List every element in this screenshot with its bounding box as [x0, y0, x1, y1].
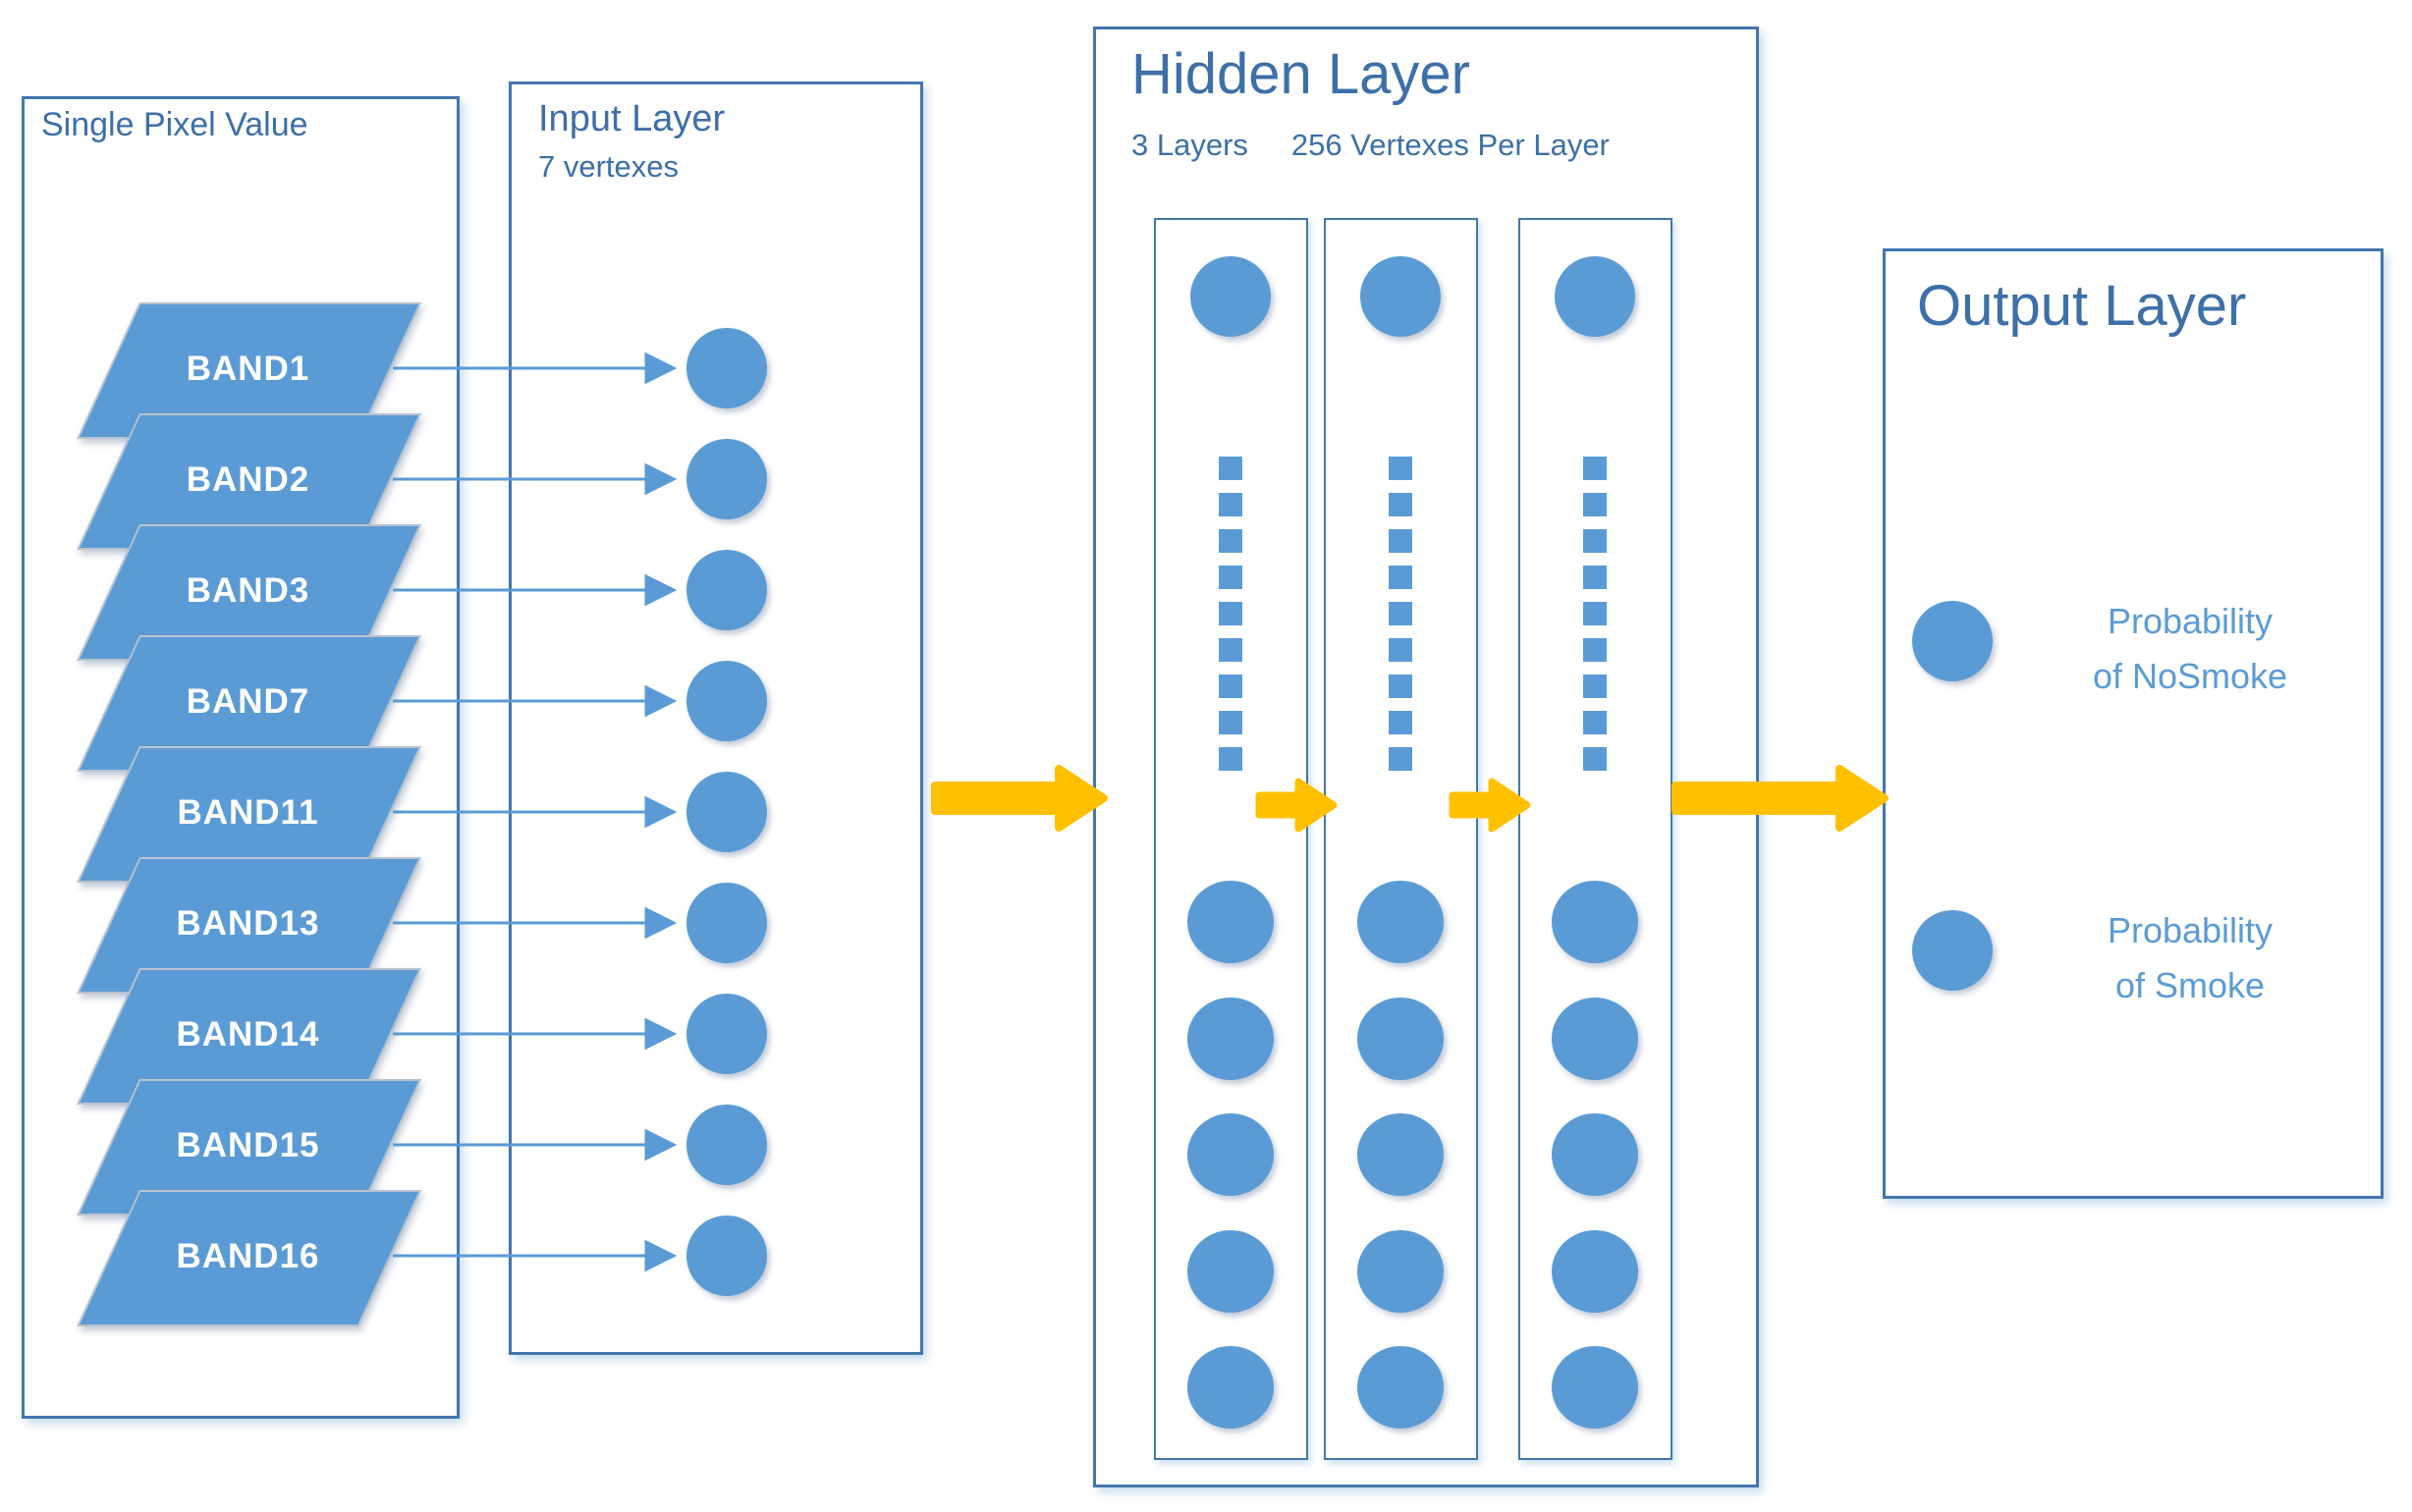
arrow-input-to-hidden — [931, 765, 1108, 832]
band-label: BAND16 — [176, 1236, 320, 1275]
hidden-vertex-circle — [1190, 256, 1271, 337]
hidden-vertex-circle — [1187, 881, 1274, 963]
output-vertex-circle — [1912, 910, 1993, 991]
output-label-line1: Probability — [2107, 601, 2274, 641]
ellipsis-dot — [1219, 675, 1242, 698]
hidden-vertex-circle — [1187, 1229, 1274, 1313]
hidden-layer-title: Hidden Layer — [1131, 42, 1470, 106]
input-vertex-circle — [686, 661, 767, 741]
band-row: BAND13 — [0, 857, 452, 994]
hidden-vertex-circle — [1187, 997, 1274, 1080]
band-label: BAND1 — [186, 349, 310, 388]
hidden-vertex-circle — [1187, 1346, 1274, 1429]
band-label: BAND15 — [176, 1125, 320, 1164]
output-vertex-circle — [1912, 601, 1993, 681]
hidden-vertex-circle — [1357, 1113, 1444, 1196]
hidden-vertex-circle — [1357, 1346, 1444, 1429]
ellipsis-dot — [1583, 566, 1607, 589]
ellipsis-dot — [1583, 711, 1607, 734]
band-label: BAND11 — [177, 792, 319, 832]
output-label-line2: of NoSmoke — [2092, 655, 2288, 696]
output-label-line2: of Smoke — [2114, 964, 2266, 1005]
output-label-line1: Probability — [2107, 910, 2274, 950]
ellipsis-dot — [1389, 711, 1412, 734]
single-pixel-value-title: Single Pixel Value — [41, 106, 308, 143]
band-label: BAND13 — [176, 903, 320, 943]
input-vertex-circle — [686, 772, 767, 852]
ellipsis-dot — [1219, 566, 1242, 589]
ellipsis-dot — [1389, 747, 1412, 771]
hidden-vertex-circle — [1552, 881, 1638, 963]
input-vertex-circle — [686, 439, 767, 519]
band-row: BAND7 — [0, 635, 452, 772]
ellipsis-dot — [1219, 638, 1242, 662]
ellipsis-dot — [1583, 675, 1607, 698]
ellipsis-dot — [1389, 529, 1412, 553]
hidden-vertex-circle — [1552, 1229, 1638, 1313]
input-vertex-circle — [686, 994, 767, 1074]
ellipsis-dot — [1389, 675, 1412, 698]
input-layer-title: Input Layer — [538, 98, 726, 139]
ellipsis-dot — [1219, 493, 1242, 516]
hidden-layer-count-label: 3 Layers — [1131, 128, 1248, 162]
ellipsis-dot — [1583, 493, 1607, 516]
ellipsis-dot — [1219, 529, 1242, 553]
band-label: BAND14 — [176, 1014, 320, 1053]
band-row: BAND14 — [0, 968, 452, 1105]
hidden-vertex-circle — [1357, 1229, 1444, 1313]
ellipsis-dot — [1389, 493, 1412, 516]
output-probability-label: Probability of Smoke — [1994, 903, 2386, 1013]
hidden-layer-vertexes-label: 256 Vertexes Per Layer — [1290, 128, 1610, 162]
output-layer-title: Output Layer — [1917, 274, 2247, 338]
ellipsis-dot — [1583, 529, 1607, 553]
hidden-vertex-circle — [1552, 1346, 1638, 1429]
band-label: BAND3 — [186, 570, 310, 610]
ellipsis-dot — [1583, 747, 1607, 771]
hidden-vertex-circle — [1360, 256, 1441, 337]
band-row: BAND16 — [0, 1190, 452, 1326]
hidden-vertex-circle — [1552, 997, 1638, 1080]
ellipsis-dot — [1583, 638, 1607, 662]
input-vertex-circle — [686, 328, 767, 408]
input-layer-subtitle: 7 vertexes — [538, 149, 680, 184]
input-vertex-circle — [686, 883, 767, 963]
band-row: BAND3 — [0, 524, 452, 661]
ellipsis-dot — [1583, 602, 1607, 625]
ellipsis-dot — [1219, 711, 1242, 734]
band-row: BAND1 — [0, 302, 452, 439]
hidden-vertex-circle — [1555, 256, 1635, 337]
hidden-vertex-circle — [1357, 881, 1444, 963]
hidden-layer-subtitle: 3 Layers 256 Vertexes Per Layer — [1131, 128, 1610, 163]
input-vertex-circle — [686, 550, 767, 630]
ellipsis-dot — [1389, 457, 1412, 480]
band-label: BAND7 — [186, 681, 310, 721]
ellipsis-dot — [1389, 566, 1412, 589]
ellipsis-dot — [1389, 638, 1412, 662]
ellipsis-dot — [1219, 747, 1242, 771]
input-vertex-circle — [686, 1105, 767, 1185]
band-row: BAND11 — [0, 746, 452, 883]
input-vertex-circle — [686, 1215, 767, 1296]
ellipsis-dot — [1389, 602, 1412, 625]
hidden-vertex-circle — [1357, 997, 1444, 1080]
hidden-vertex-circle — [1187, 1113, 1274, 1196]
ellipsis-dot — [1219, 602, 1242, 625]
output-layer-box — [1883, 248, 2384, 1199]
hidden-vertex-circle — [1552, 1113, 1638, 1196]
band-row: BAND2 — [0, 413, 452, 550]
band-row: BAND15 — [0, 1079, 452, 1215]
band-label: BAND2 — [186, 459, 310, 499]
output-probability-label: Probability of NoSmoke — [1994, 594, 2386, 704]
ellipsis-dot — [1583, 457, 1607, 480]
ellipsis-dot — [1219, 457, 1242, 480]
